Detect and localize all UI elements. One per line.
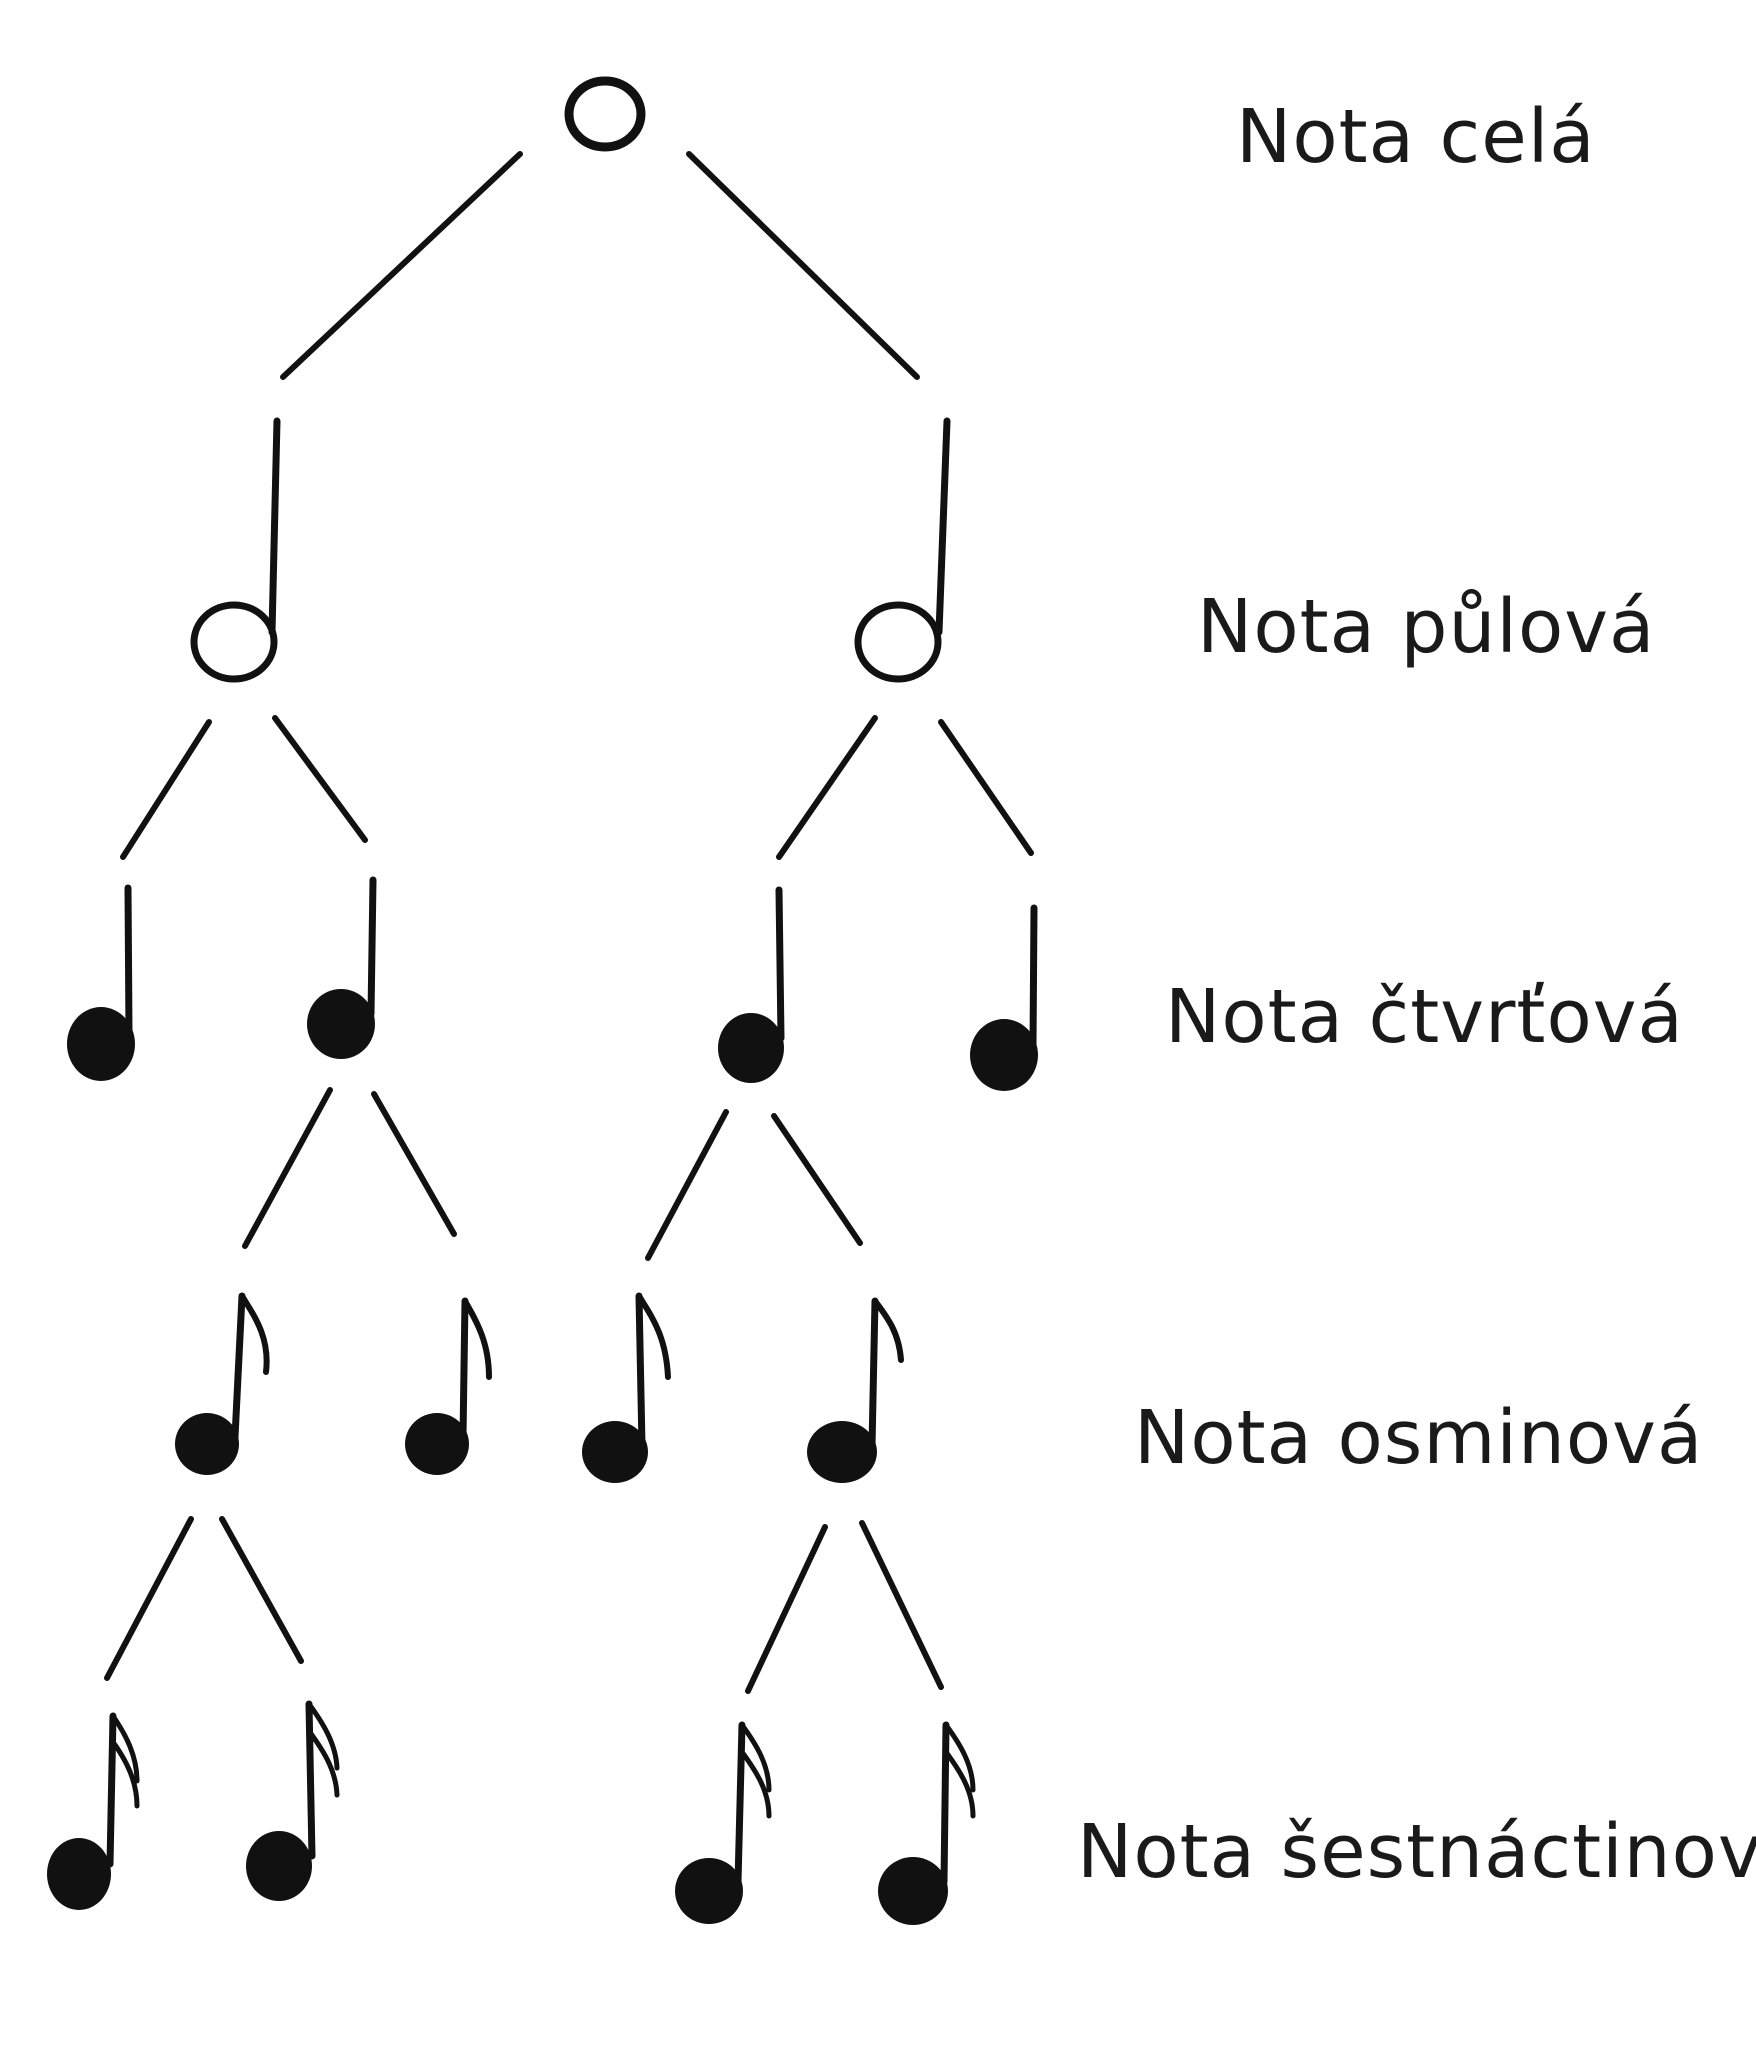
sixteenth-note-icon (878, 1721, 976, 1925)
sixteenth-note-icon (675, 1721, 772, 1924)
connector-whole-right (686, 151, 920, 380)
sixteenth-note-icon (246, 1700, 340, 1901)
sixteenth-note-icon (47, 1712, 140, 1910)
connector-e4-left (745, 1524, 828, 1694)
tree-connectors (104, 151, 1034, 1694)
connector-q3-left (645, 1109, 729, 1261)
whole-note-icon (564, 76, 646, 152)
connector-whole-left (280, 151, 523, 380)
label-half-note: Nota půlová (1197, 584, 1655, 670)
eighth-note-icon (582, 1292, 671, 1483)
quarter-note-icon (970, 904, 1038, 1091)
label-eighth-note: Nota osminová (1134, 1395, 1703, 1481)
connector-q2-right (371, 1091, 457, 1237)
connector-half2-right (938, 719, 1034, 856)
eighth-note-icon (405, 1297, 492, 1475)
quarter-note-icon (67, 884, 135, 1081)
label-whole-note: Nota celá (1236, 94, 1596, 180)
connector-e4-right (859, 1520, 944, 1690)
label-quarter-note: Nota čtvrťová (1165, 974, 1684, 1060)
connector-q3-right (771, 1113, 863, 1246)
connector-half1-left (120, 719, 212, 860)
label-sixteenth-note: Nota šestnáctinová (1077, 1809, 1756, 1895)
connector-q2-left (242, 1087, 333, 1249)
eighth-note-icon (807, 1297, 904, 1483)
eighth-note-icon (175, 1292, 270, 1475)
connector-e1-right (219, 1516, 304, 1664)
half-note-icon (190, 417, 281, 683)
connector-half2-left (776, 715, 878, 860)
half-note-icon (854, 417, 951, 683)
connector-e1-left (104, 1516, 194, 1681)
connector-half1-right (272, 715, 368, 843)
quarter-note-icon (718, 886, 785, 1083)
quarter-note-icon (307, 876, 377, 1059)
